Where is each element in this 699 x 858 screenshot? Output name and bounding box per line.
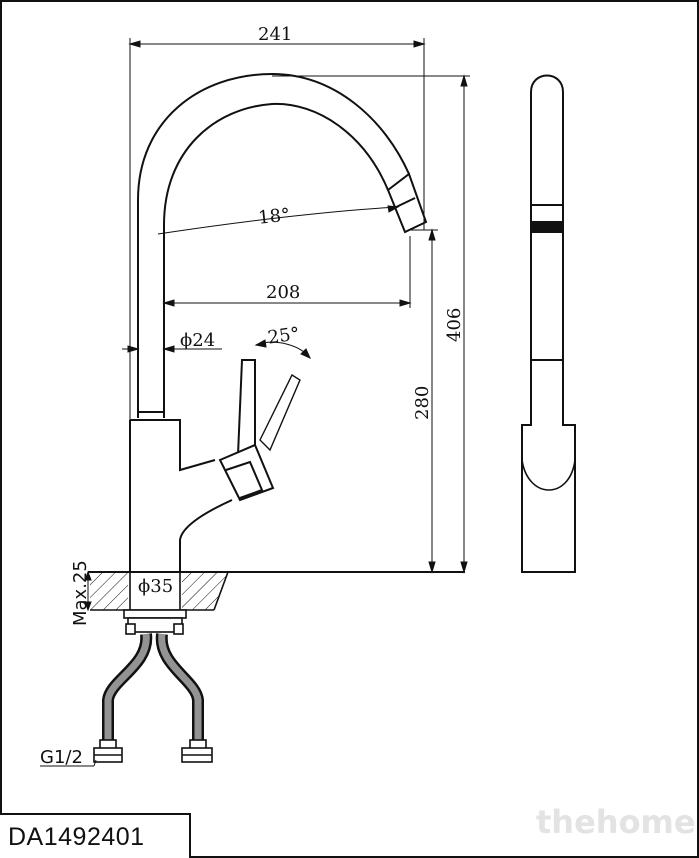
- model-code-box: DA1492401: [0, 813, 191, 858]
- dim-max-thickness: Max.25: [70, 560, 91, 626]
- dimension-lines: [40, 38, 470, 767]
- faucet-front-view: [129, 72, 428, 572]
- faucet-side-view: [521, 74, 576, 573]
- dim-angle-handle: 25°: [266, 323, 301, 348]
- dim-thread: G1/2: [40, 747, 83, 768]
- dim-height-total: 406: [444, 308, 465, 342]
- dim-width-total: 241: [258, 24, 292, 45]
- dim-diameter-spout: ϕ24: [180, 330, 215, 351]
- dim-angle-spout: 18°: [257, 204, 291, 228]
- mounting-nut: [123, 609, 187, 635]
- flexible-hoses: [93, 633, 213, 763]
- dim-height-spout: 280: [412, 386, 433, 420]
- dim-diameter-base: ϕ35: [138, 576, 173, 597]
- dim-reach: 208: [266, 282, 300, 303]
- model-code: DA1492401: [8, 823, 145, 851]
- watermark-logo: thehome: [536, 803, 696, 841]
